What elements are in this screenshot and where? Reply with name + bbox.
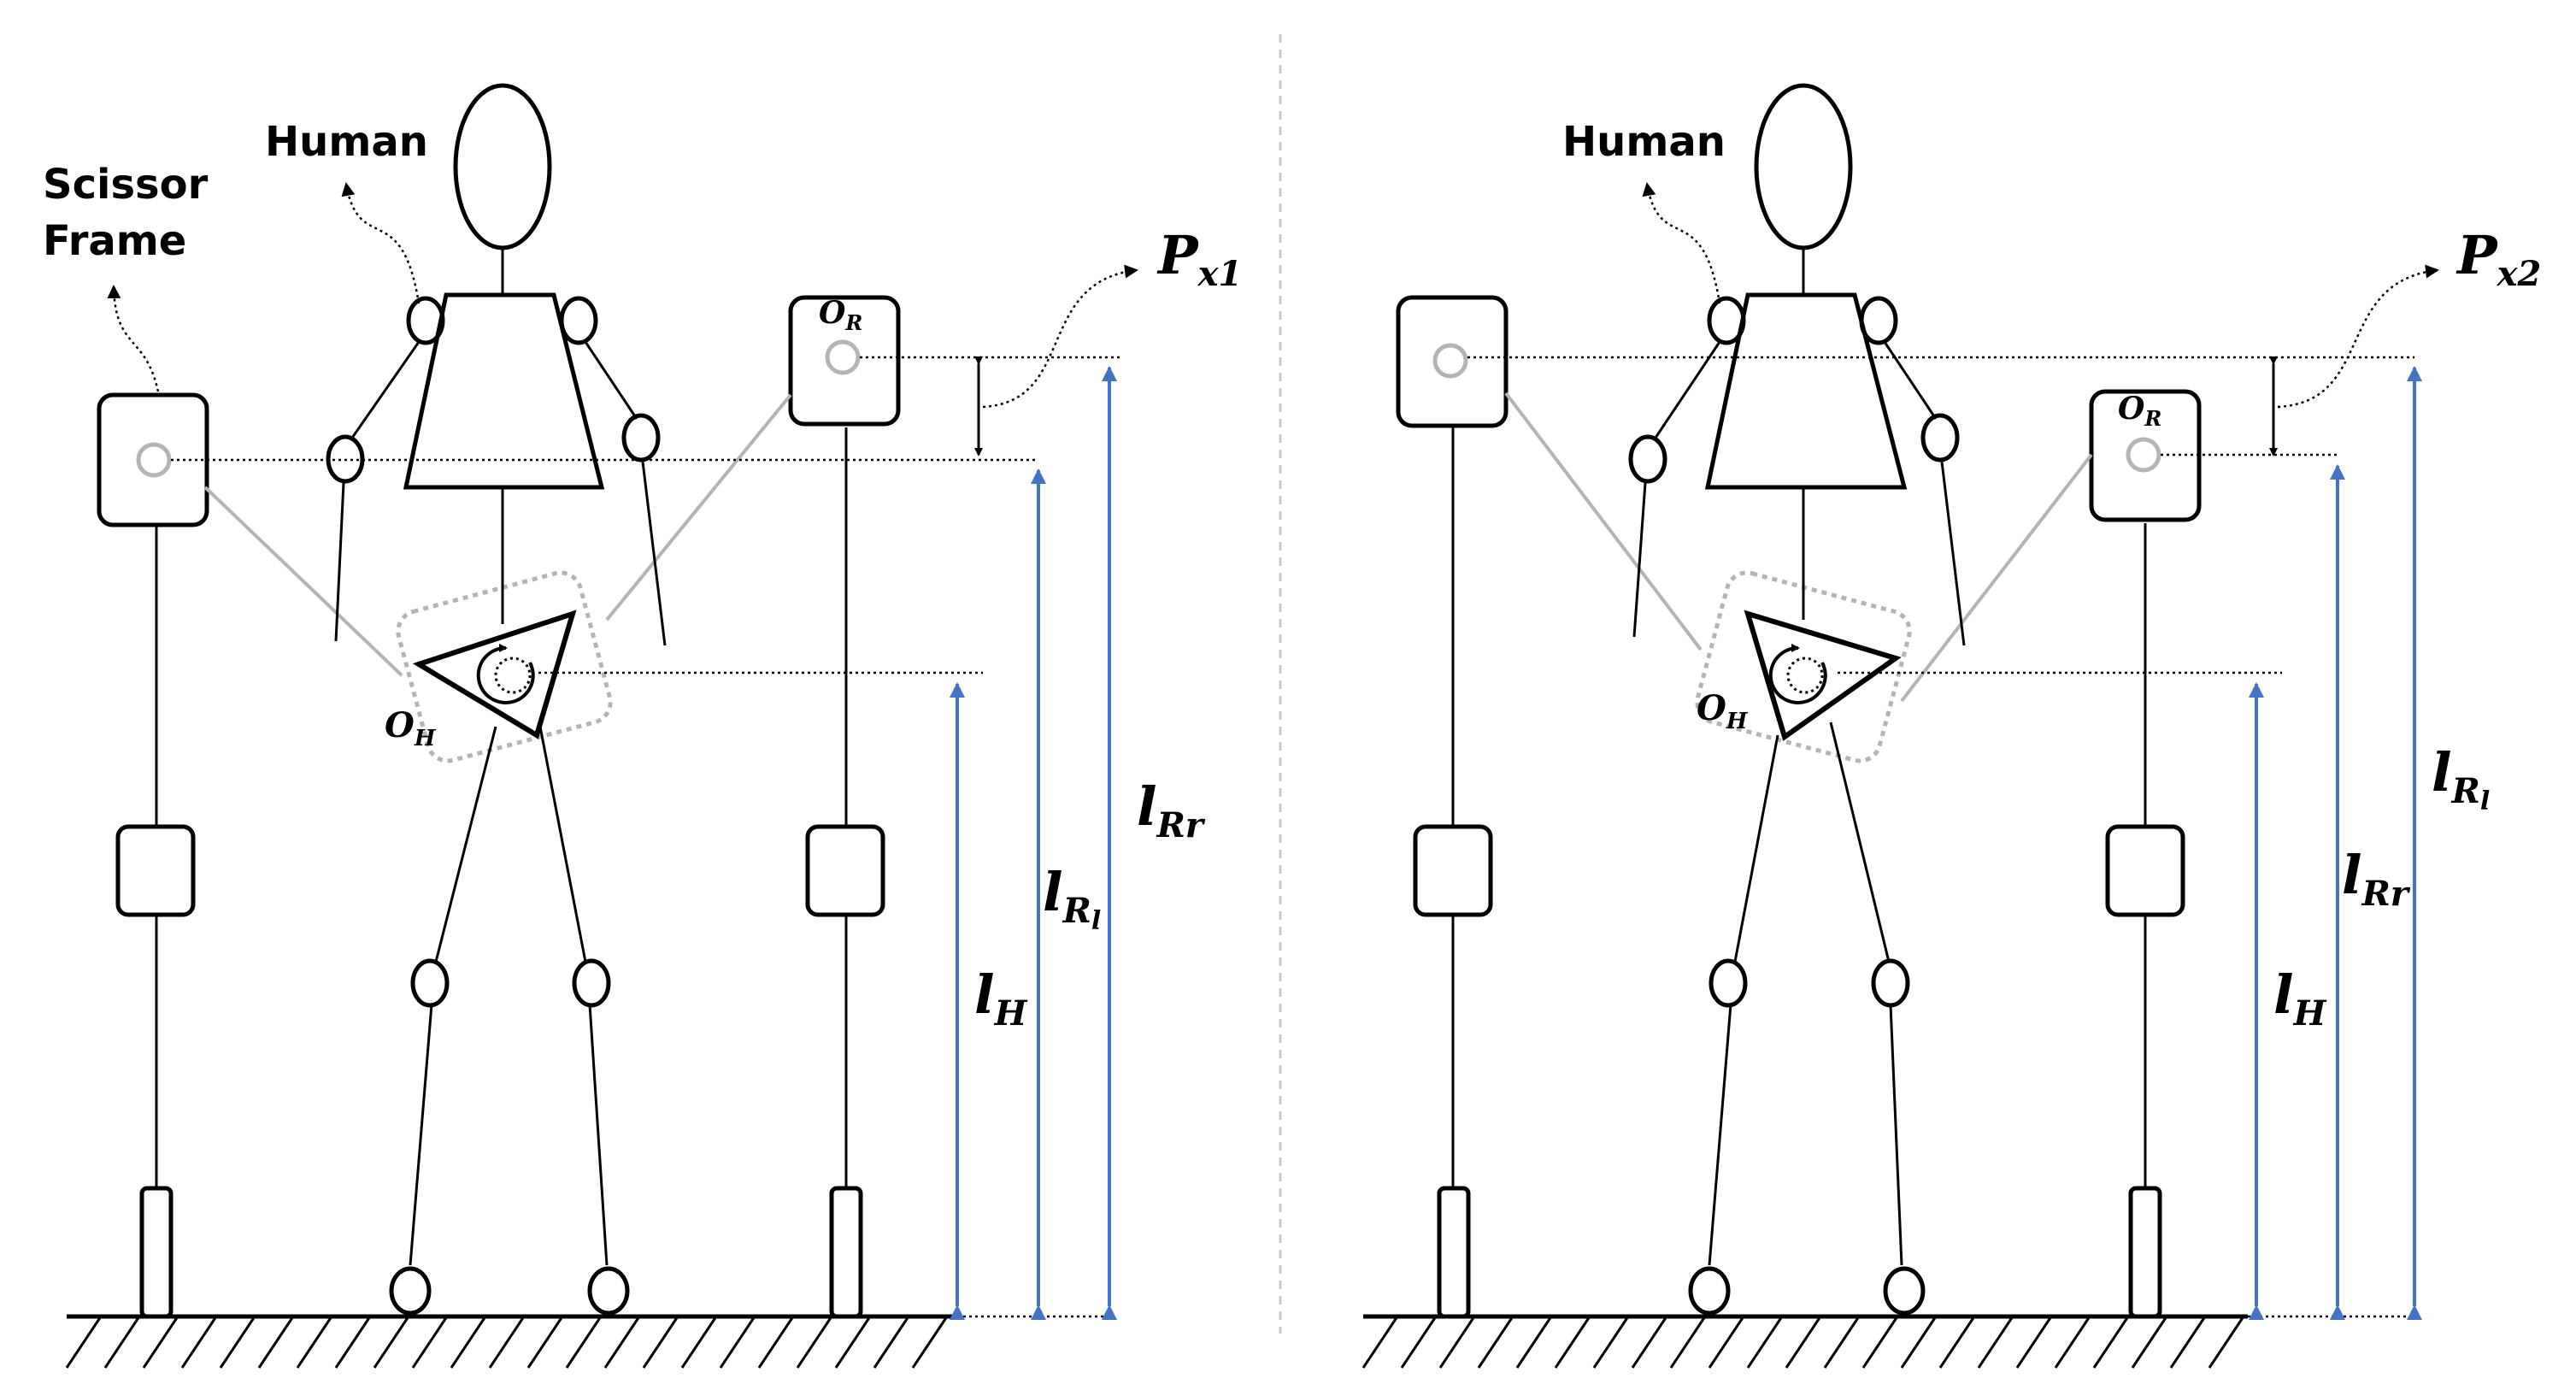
l-H-label: lH — [2273, 963, 2327, 1034]
scissor-frame-label-line2: Frame — [43, 217, 186, 265]
ground — [65, 1314, 1111, 1369]
O-R-label: OR — [2118, 391, 2161, 431]
measurement-arrows — [2249, 366, 2422, 1320]
l-R-outer-label: lRr — [1137, 775, 1206, 845]
offset-pointer — [2277, 264, 2439, 409]
rotation-arrow-icon — [1768, 643, 1827, 704]
scissor-frame-right — [2089, 389, 2202, 1319]
attachment-point — [1432, 343, 1468, 379]
pelvis-rotation-center — [1786, 657, 1824, 694]
frame-callout — [107, 285, 160, 392]
P-label: Px2 — [2455, 224, 2541, 294]
human-callout — [341, 182, 421, 304]
panel-right: Human Px2 OR OH lH lRr lRl — [1362, 83, 2541, 1369]
human-callout — [1642, 182, 1721, 304]
l-R-inner-label: lRl — [1043, 861, 1101, 936]
attachment-point — [136, 442, 172, 478]
pelvis-triangle — [1744, 610, 1902, 741]
scissor-frame-left — [97, 392, 209, 1319]
scissor-frame-right — [788, 295, 901, 1319]
measurement-arrows — [950, 366, 1117, 1320]
ground — [1362, 1314, 2410, 1369]
hip-mechanism-links — [203, 393, 792, 763]
O-H-label: OH — [1697, 688, 1749, 734]
l-R-outer-label: lRl — [2432, 741, 2490, 816]
l-H-label: lH — [974, 963, 1028, 1034]
l-R-inner-label: lRr — [2342, 844, 2411, 914]
rotation-arrow-icon — [476, 643, 535, 704]
O-H-label: OH — [385, 705, 437, 751]
scissor-frame-label: Scissor — [43, 161, 209, 209]
human-label: Human — [265, 118, 428, 166]
human-label: Human — [1562, 118, 1726, 166]
O-R-label: OR — [819, 295, 862, 335]
attachment-point — [2126, 437, 2161, 473]
hip-mechanism-links — [1504, 392, 2093, 763]
reference-lines — [1467, 356, 2414, 674]
pelvis-triangle — [412, 610, 577, 739]
panel-left: Human Scissor Frame Px1 OR OH lH lRl lRr — [43, 83, 1242, 1369]
attachment-point — [825, 339, 861, 375]
human-figure — [326, 83, 667, 1316]
offset-pointer — [982, 264, 1138, 409]
reference-lines — [171, 356, 1120, 674]
pelvis-rotation-center — [494, 657, 532, 694]
human-figure — [1628, 83, 1966, 1316]
P-label: Px1 — [1156, 224, 1242, 294]
hip-mechanism-boundary — [1695, 570, 1912, 763]
hip-mechanism-boundary — [396, 570, 613, 763]
scissor-frame-left — [1396, 295, 1509, 1319]
